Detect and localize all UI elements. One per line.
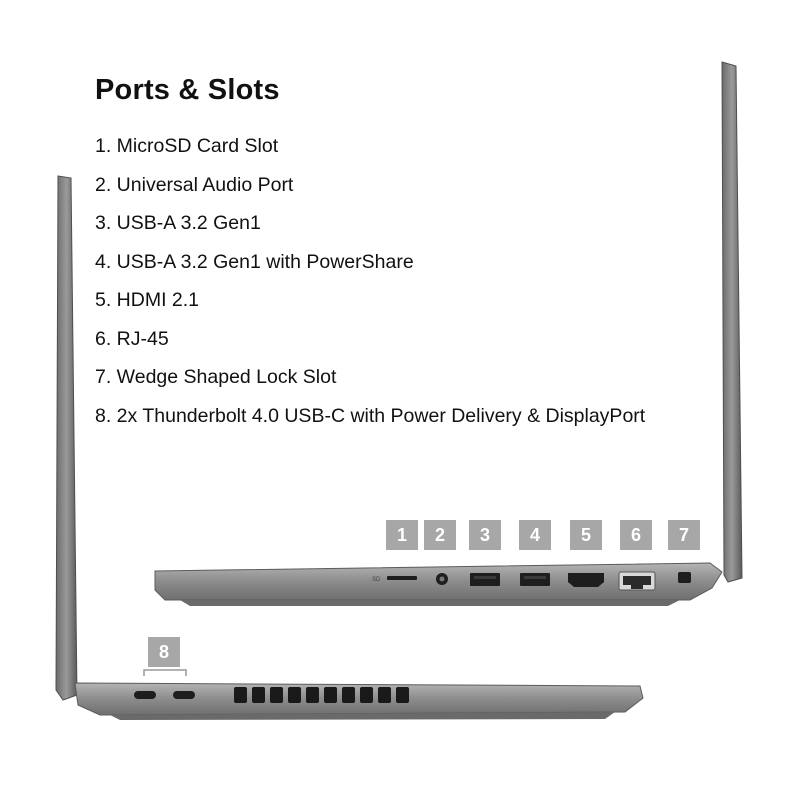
sd-card-icon xyxy=(387,576,417,580)
port-item-rj45: 6. RJ-45 xyxy=(95,327,169,350)
port-badge-5: 5 xyxy=(570,520,602,550)
thunderbolt-icon xyxy=(134,691,156,699)
usb-powershare-icon xyxy=(520,573,550,586)
port-badge-1: 1 xyxy=(386,520,418,550)
port-item-usb-a: 3. USB-A 3.2 Gen1 xyxy=(95,212,261,234)
laptop-left-side xyxy=(55,175,644,720)
port-badge-4: 4 xyxy=(519,520,551,550)
port-item-thunderbolt: 8. 2x Thunderbolt 4.0 USB-C with Power D… xyxy=(95,404,646,427)
port-item-hdmi: 5. HDMI 2.1 xyxy=(95,289,200,311)
port-item-microsd: 1. MicroSD Card Slot xyxy=(95,135,279,157)
page-title: Ports & Slots xyxy=(95,74,280,106)
vent-grille xyxy=(234,687,409,703)
port-badge-3: 3 xyxy=(469,520,501,550)
port-badge-7: 7 xyxy=(668,520,700,550)
port-list: 1. MicroSD Card Slot 2. Universal Audio … xyxy=(95,132,645,440)
lock-icon xyxy=(678,572,691,583)
port-badge-8: 8 xyxy=(148,637,180,667)
port-item-lock-slot: 7. Wedge Shaped Lock Slot xyxy=(95,366,337,388)
port-item-usb-a-powershare: 4. USB-A 3.2 Gen1 with PowerShare xyxy=(95,250,414,273)
svg-text:SD: SD xyxy=(372,577,381,583)
port-badge-6: 6 xyxy=(620,520,652,550)
laptop-right-side: SD xyxy=(154,61,743,606)
port-item-audio: 2. Universal Audio Port xyxy=(95,173,294,196)
port-badge-2: 2 xyxy=(424,520,456,550)
usb-ss-icon xyxy=(470,573,500,586)
hdmi-icon xyxy=(568,573,604,587)
thunderbolt-icon xyxy=(173,691,195,699)
